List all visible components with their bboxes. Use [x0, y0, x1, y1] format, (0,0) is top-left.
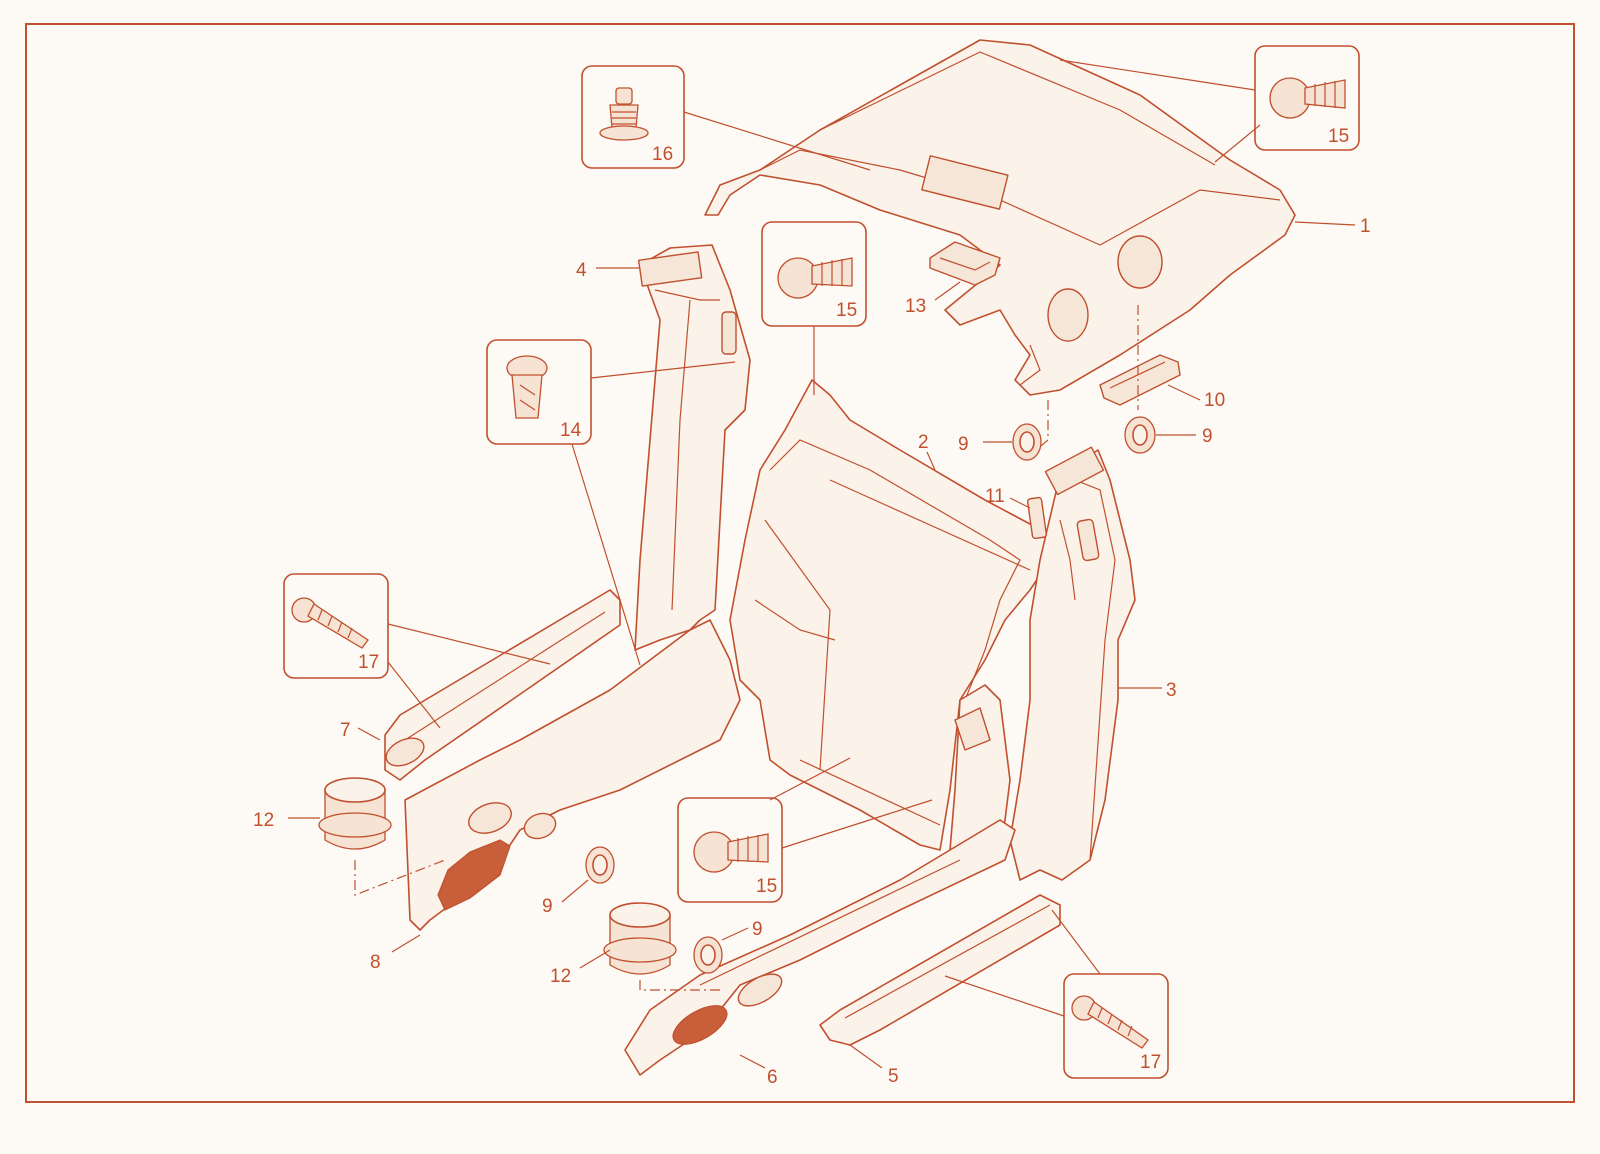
callout-2: 2	[918, 432, 929, 453]
part-12-cup-holder-left	[318, 777, 392, 850]
part-11-clip	[1026, 496, 1048, 540]
fastener-box-16: 16	[581, 65, 685, 169]
fastener-box-15-mid: 15	[761, 221, 867, 327]
diagram-border	[25, 23, 1575, 1103]
fastener-box-15-bottom-label: 15	[756, 876, 777, 897]
callout-6: 6	[767, 1067, 778, 1088]
callout-12-left: 12	[253, 810, 274, 831]
assembly-line	[354, 859, 446, 896]
leader-line	[387, 623, 551, 665]
assembly-line	[639, 980, 720, 991]
callout-9-top-left: 9	[958, 434, 969, 455]
part-6-right-sill-trim	[624, 819, 1016, 1076]
part-5-sill-cover	[819, 894, 1061, 1046]
part-9-grommet-left	[585, 846, 615, 884]
part-12-cup-holder-right	[603, 902, 677, 975]
part-10-lamp	[1099, 354, 1181, 406]
part-13-dome-lamp	[929, 241, 1001, 286]
callout-13: 13	[905, 296, 926, 317]
fastener-box-15-bottom: 15	[677, 797, 783, 903]
part-4-left-pillar	[634, 244, 751, 651]
callout-1: 1	[1360, 216, 1371, 237]
leader-line	[571, 443, 641, 666]
leader-line	[1051, 909, 1101, 975]
part-9-grommet-bottom	[693, 936, 723, 974]
part-8-left-quarter-panel	[404, 619, 741, 931]
fastener-box-17-right-label: 17	[1140, 1052, 1161, 1073]
callout-4: 4	[576, 260, 587, 281]
part-9-grommet-top-left	[1012, 423, 1042, 461]
fastener-box-15-top-label: 15	[1328, 126, 1349, 147]
leader-line	[683, 111, 871, 171]
part-3-right-pillar	[1009, 446, 1136, 881]
fastener-box-17-left: 17	[283, 573, 389, 679]
fastener-box-14: 14	[486, 339, 592, 445]
callout-5: 5	[888, 1066, 899, 1087]
leader-line	[944, 975, 1065, 1017]
leader-line	[1059, 59, 1256, 91]
part-2-rear-frame	[729, 379, 1061, 851]
callout-9-bottom: 9	[752, 919, 763, 940]
leader-line	[769, 757, 851, 801]
callout-9-left: 9	[542, 896, 553, 917]
fastener-box-17-right: 17	[1063, 973, 1169, 1079]
callout-7: 7	[340, 720, 351, 741]
fastener-box-15-top: 15	[1254, 45, 1360, 151]
leader-line	[781, 799, 933, 849]
callout-10: 10	[1204, 390, 1225, 411]
fastener-box-16-label: 16	[652, 144, 673, 165]
fastener-box-14-label: 14	[560, 420, 582, 441]
leader-line	[590, 361, 736, 379]
part-9-grommet-top-right	[1124, 416, 1156, 454]
fastener-box-15-mid-label: 15	[836, 300, 857, 321]
callout-9-top-right: 9	[1202, 426, 1213, 447]
part-1-headliner	[704, 39, 1296, 396]
leader-line	[1214, 124, 1261, 163]
leader-line	[387, 661, 441, 729]
part-7-sill-trim	[384, 589, 621, 781]
callout-3: 3	[1166, 680, 1177, 701]
callout-12-right: 12	[550, 966, 571, 987]
callout-8: 8	[370, 952, 381, 973]
fastener-box-17-left-label: 17	[358, 652, 379, 673]
callout-11: 11	[985, 486, 1005, 507]
